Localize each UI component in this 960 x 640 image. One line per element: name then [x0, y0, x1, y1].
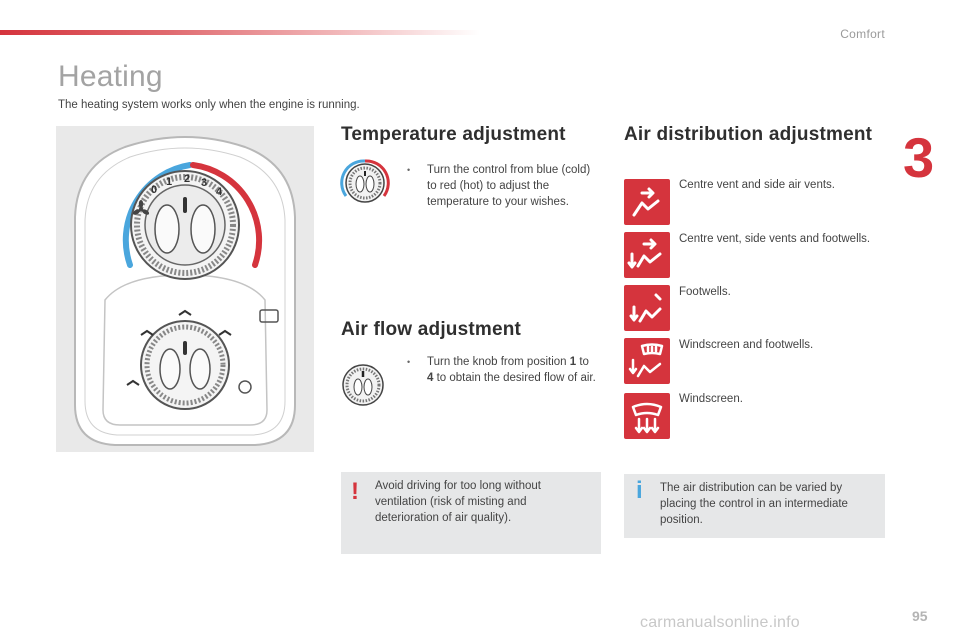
position-from: 1 — [569, 356, 577, 368]
temperature-heading: Temperature adjustment — [341, 124, 566, 145]
bullet-marker: • — [407, 357, 411, 367]
distribution-item-label: Centre vent, side vents and footwells. — [679, 233, 871, 245]
temperature-step: • Turn the control from blue (cold) to r… — [407, 162, 597, 210]
windscreen-icon — [624, 393, 670, 439]
airflow-heading: Air flow adjustment — [341, 319, 522, 340]
warning-icon: ! — [351, 478, 359, 505]
page-number: 95 — [912, 608, 928, 624]
header-accent-bar — [0, 30, 480, 35]
distribution-item-label: Windscreen. — [679, 393, 743, 405]
dial-pos-4: 4 — [216, 186, 223, 198]
distribution-heading: Air distribution adjustment — [624, 124, 873, 145]
vent-face-icon — [624, 179, 670, 225]
warning-note: ! Avoid driving for too long without ven… — [341, 472, 601, 554]
fan-icon — [132, 200, 150, 215]
info-note-text: The air distribution can be varied by pl… — [660, 482, 848, 526]
distribution-item-label: Windscreen and footwells. — [679, 339, 814, 351]
temperature-step-text: Turn the control from blue (cold) to red… — [427, 164, 591, 208]
distribution-item-label: Footwells. — [679, 286, 731, 298]
chapter-number: 3 — [903, 126, 935, 189]
section-title: Comfort — [840, 27, 885, 41]
page-title: Heating — [58, 60, 163, 93]
distribution-item-label: Centre vent and side air vents. — [679, 179, 835, 191]
info-note: i The air distribution can be varied by … — [624, 474, 885, 538]
hot-arc — [190, 162, 263, 268]
airflow-step-text: Turn the knob from position 1 to 4 to ob… — [427, 356, 596, 384]
bullet-marker: • — [407, 165, 411, 175]
dial-pos-3: 3 — [201, 177, 207, 189]
position-to: 4 — [427, 372, 434, 384]
watermark: carmanualsonline.info — [640, 614, 800, 631]
vent-face-feet-icon — [624, 232, 670, 278]
airflow-knob-icon — [342, 364, 384, 406]
lower-knob — [140, 320, 230, 410]
temperature-knob-icon — [340, 159, 390, 203]
info-icon: i — [636, 477, 643, 504]
dial-pos-1: 1 — [166, 176, 172, 188]
control-panel-illustration: 0 1 2 3 4 — [56, 126, 314, 452]
airflow-step: • Turn the knob from position 1 to 4 to … — [407, 354, 597, 386]
warning-note-text: Avoid driving for too long without venti… — [375, 480, 541, 524]
windscreen-feet-icon — [624, 338, 670, 384]
vent-feet-icon — [624, 285, 670, 331]
intro-text: The heating system works only when the e… — [58, 99, 360, 111]
dial-pos-2: 2 — [184, 173, 190, 185]
dial-pos-0: 0 — [151, 184, 157, 196]
